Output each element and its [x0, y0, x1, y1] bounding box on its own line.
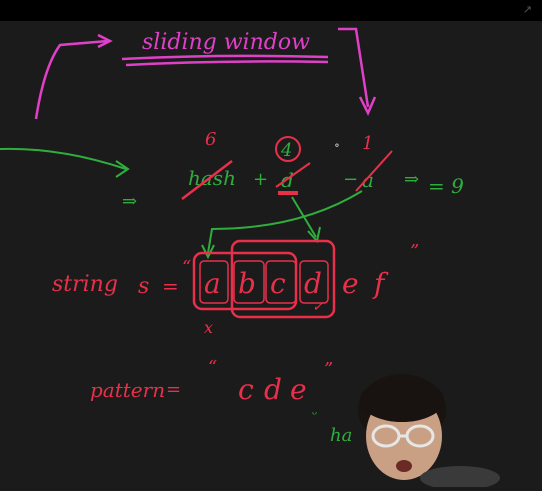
arrow-icon[interactable]: ↗ [522, 3, 532, 16]
pink-arrowhead-right [358, 96, 377, 116]
string-open-quote: “ [182, 257, 191, 278]
pink-arrowhead-left [97, 33, 113, 49]
num-above-hash: 6 [205, 129, 216, 150]
pattern-green-note: ha [330, 425, 352, 446]
heading-text: sliding window [142, 30, 310, 55]
string-letter-e: e [342, 267, 359, 300]
pattern-green-tick: ᵕ [312, 407, 317, 423]
green-double-arrow: ⇒ [122, 191, 137, 212]
green-arrow-remove [207, 190, 363, 254]
pattern-letter-c: c [238, 373, 254, 406]
green-arrow-add [291, 196, 317, 238]
hash-strike [181, 160, 233, 200]
webcam-presenter [340, 370, 542, 487]
string-var: s [138, 274, 149, 299]
string-letter-c: c [270, 267, 286, 300]
string-letter-f: f [372, 267, 389, 300]
green-arrowhead-remove [201, 244, 215, 260]
pattern-label: pattern [90, 378, 165, 402]
hash-word: hash [188, 166, 236, 190]
letter-box-a [199, 260, 229, 304]
letter-box-c [265, 260, 297, 304]
pattern-letter-d: d [264, 373, 282, 406]
whiteboard-canvas[interactable]: sliding window ⇒ 6 4 ∘ 1 hash + d − a ⇒ … [0, 21, 542, 487]
pink-arrow-right [338, 27, 370, 108]
circled-number-ring [275, 136, 301, 162]
heading-underline-2 [125, 60, 329, 67]
pattern-eq: = [166, 379, 181, 400]
letter-box-d [299, 260, 329, 304]
pattern-letter-e: e [290, 373, 307, 406]
remove-strike [355, 150, 393, 192]
window-box-new [230, 239, 336, 319]
plus-sign: + [253, 169, 268, 190]
num-above-a: 1 [362, 133, 373, 154]
minus-sign: − [343, 169, 358, 190]
dot-mark: ∘ [334, 138, 340, 152]
green-arrow-in [0, 147, 127, 170]
num-circled: 4 [280, 140, 292, 161]
letter-box-b [233, 260, 265, 304]
cross-mark: x [204, 318, 213, 337]
heading-underline [121, 54, 329, 61]
top-toolbar: ↗ [0, 0, 542, 21]
string-letter-b: b [238, 267, 256, 300]
string-letter-d: d [304, 267, 322, 300]
whiteboard-drawing: sliding window ⇒ 6 4 ∘ 1 hash + d − a ⇒ … [0, 27, 464, 446]
green-arrowhead-in [115, 160, 130, 178]
remove-letter: a [362, 168, 374, 192]
string-letter-a: a [204, 267, 221, 300]
string-label: string [52, 272, 118, 297]
implies-arrow: ⇒ [404, 169, 419, 190]
pattern-close-quote: ” [324, 359, 333, 380]
pink-arrow-left [34, 39, 109, 120]
add-strike [275, 162, 311, 188]
string-eq: = [162, 274, 179, 298]
pattern-open-quote: “ [208, 357, 217, 378]
equals-nine: = 9 [428, 174, 464, 198]
string-close-quote: ” [410, 241, 419, 262]
tick-mark: ✓ [312, 299, 324, 315]
